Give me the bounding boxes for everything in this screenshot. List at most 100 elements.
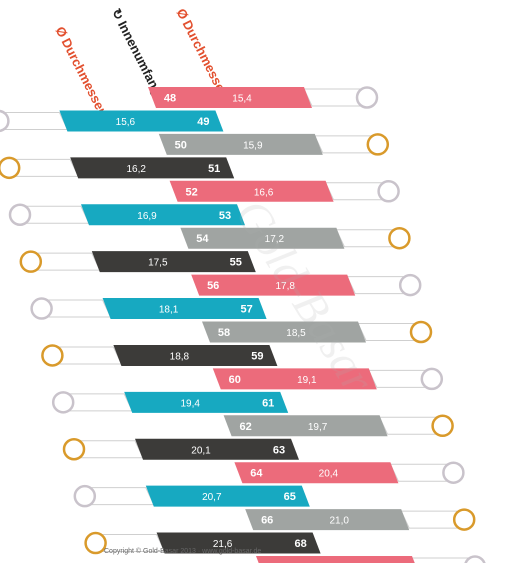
ring-size-label: 53	[219, 210, 231, 222]
ring-icon	[84, 531, 107, 555]
ring-band	[303, 88, 365, 107]
ring-band	[44, 299, 112, 318]
diameter-label: 20,7	[202, 492, 222, 503]
color-ribbon	[202, 321, 366, 343]
ring-size-label: 52	[185, 186, 197, 198]
ring-icon	[452, 508, 476, 531]
ring-size-label: 62	[239, 421, 251, 433]
ring-icon	[409, 320, 433, 344]
size-row-48: 48 15,4	[148, 86, 379, 109]
diameter-label: 18,8	[170, 351, 190, 362]
ring-icon	[51, 391, 75, 414]
size-row-59: 59 18,8	[41, 344, 278, 367]
ring-size-label: 58	[218, 327, 230, 339]
ring-band	[87, 487, 155, 506]
diameter-label: 18,5	[286, 328, 306, 339]
ring-icon	[0, 109, 10, 133]
ring-size-label: 70	[272, 562, 284, 563]
ring-icon	[431, 414, 454, 438]
diameter-label: 21,0	[329, 516, 349, 527]
ring-icon	[30, 297, 53, 320]
ring-band	[400, 510, 462, 529]
ring-band	[378, 416, 441, 435]
ring-size-label: 48	[164, 93, 176, 105]
ring-icon	[19, 250, 43, 273]
ring-icon	[377, 180, 400, 203]
color-ribbon	[113, 344, 278, 366]
size-row-52: 52 16,6	[169, 180, 400, 203]
ring-icon	[464, 555, 486, 563]
color-ribbon	[180, 227, 345, 249]
ring-band	[411, 557, 473, 563]
color-ribbon	[91, 251, 256, 273]
ring-icon	[62, 438, 86, 461]
ring-size-label: 60	[229, 374, 241, 386]
ring-icon	[73, 484, 97, 508]
color-ribbon	[59, 110, 224, 132]
ring-size-label: 50	[175, 139, 187, 151]
ring-band	[368, 369, 430, 388]
color-ribbon	[191, 274, 356, 296]
ring-band	[54, 346, 123, 365]
ring-band	[346, 276, 408, 295]
ring-icon	[420, 367, 444, 391]
size-row-51: 51 16,2	[0, 156, 235, 180]
color-ribbon	[145, 485, 310, 507]
copyright-text: Copyright © Gold-Basar 2013 · www.gold-b…	[104, 548, 262, 555]
ring-size-label: 55	[230, 257, 242, 269]
color-ribbon	[70, 157, 235, 179]
ring-band	[389, 463, 451, 482]
ring-size-label: 63	[273, 444, 285, 456]
ring-icon	[366, 133, 390, 156]
ring-icon	[388, 226, 411, 250]
ring-icon	[0, 156, 21, 180]
ring-band	[11, 158, 79, 177]
diameter-label: 17,8	[275, 281, 295, 292]
ring-band	[335, 229, 397, 248]
diameter-label: 16,2	[126, 164, 146, 175]
color-ribbon	[223, 415, 388, 437]
ring-size-label: 57	[240, 304, 252, 316]
color-ribbon	[234, 462, 399, 484]
ring-size-label: 51	[208, 163, 220, 175]
diameter-label: 19,7	[308, 422, 328, 433]
ring-icon	[8, 203, 32, 226]
diameter-label: 21,6	[213, 539, 233, 550]
color-ribbon	[81, 204, 245, 226]
size-row-65: 65 20,7	[73, 484, 310, 508]
ring-size-label: 61	[262, 397, 274, 409]
ring-band	[314, 135, 376, 154]
ring-icon	[442, 461, 465, 484]
size-row-70: 7022,3	[256, 555, 486, 563]
color-ribbon	[158, 133, 323, 155]
ring-band	[324, 182, 387, 201]
size-row-53: 53 16,9	[8, 203, 245, 226]
ring-size-label: 64	[250, 468, 263, 480]
ring-icon	[398, 273, 422, 297]
color-ribbon	[256, 556, 415, 563]
diameter-label: 15,4	[232, 94, 252, 105]
ring-size-label: 66	[261, 515, 273, 527]
ring-band	[22, 205, 90, 224]
color-ribbon	[124, 391, 289, 413]
color-ribbon	[212, 368, 377, 390]
diameter-label: 16,9	[137, 211, 157, 222]
color-ribbon	[135, 438, 299, 460]
size-row-66: 66 21,0	[245, 508, 476, 531]
ring-size-label: 59	[251, 350, 263, 362]
color-ribbon	[148, 87, 312, 108]
diameter-label: 17,2	[265, 234, 285, 245]
color-ribbon	[156, 532, 321, 554]
ring-size-label: 65	[284, 491, 296, 503]
diameter-label: 16,6	[254, 187, 274, 198]
